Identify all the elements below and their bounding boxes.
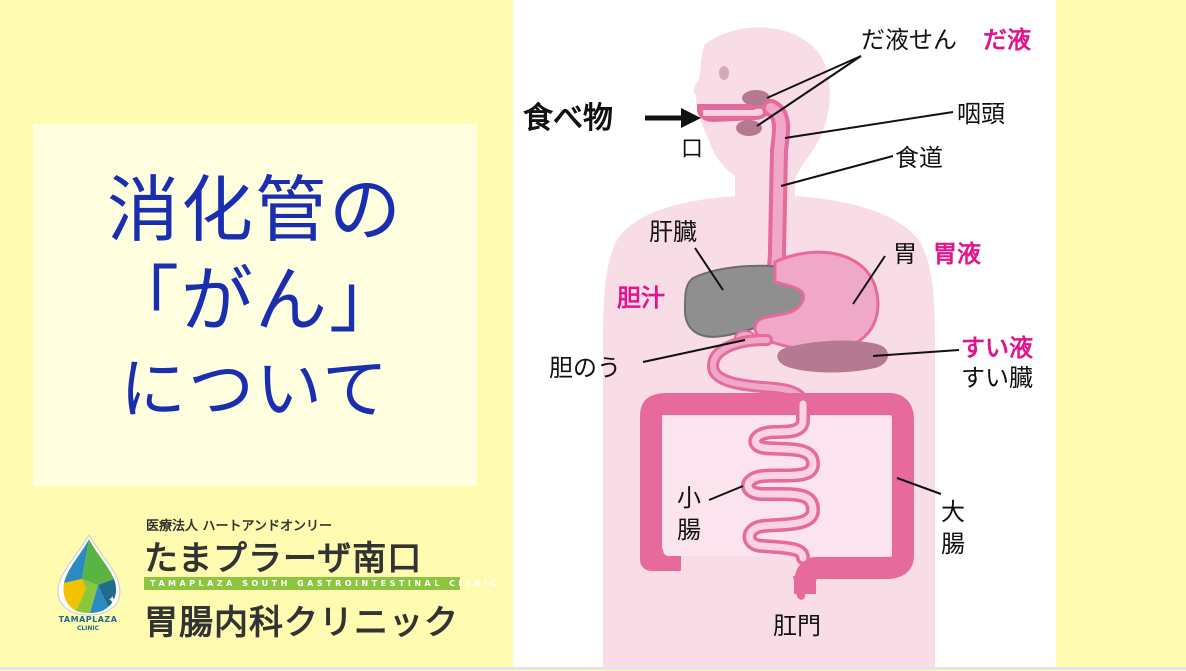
eye (719, 66, 729, 80)
label-gallbladder: 胆のう (549, 354, 621, 382)
label-small-intestine-1: 小 (677, 484, 701, 512)
corporation-name: 医療法人 ハートアンドオンリー (146, 519, 333, 534)
svg-text:✦: ✦ (108, 595, 116, 606)
label-anus: 肛門 (773, 612, 821, 640)
label-mouth: 口 (681, 137, 703, 162)
stomach (753, 250, 880, 352)
clinic-name-english: TAMAPLAZA SOUTH GASTROINTESTINAL CLINIC (150, 579, 500, 588)
label-pharynx: 咽頭 (957, 100, 1005, 128)
label-food: 食べ物 (523, 101, 613, 136)
title-line-2: 「がん」 (106, 258, 403, 342)
title-box: 消化管の 「がん」 について (33, 124, 477, 486)
pancreas (777, 340, 889, 373)
label-salivary-gland: だ液せん (861, 26, 957, 54)
large-intestine (640, 393, 914, 595)
label-liver: 肝臓 (649, 218, 697, 246)
salivary-gland-lower (736, 120, 762, 136)
food-arrow-head-icon (681, 108, 701, 128)
leader-lines (642, 55, 960, 501)
salivary-gland-upper (742, 90, 770, 106)
drop-logo-icon: ✦ (57, 533, 121, 616)
title-line-3: について (119, 351, 391, 428)
label-saliva: だ液 (983, 26, 1031, 54)
title-line-1: 消化管の (106, 168, 403, 252)
clinic-logo: ✦ TAMAPLAZA CLINIC 医療法人 ハートアンドオンリー たまプラー… (50, 515, 500, 655)
clinic-name-line-1: たまプラーザ南口 (144, 539, 423, 579)
digestive-diagram-panel: 食べ物 口 だ液せん だ液 咽頭 食道 肝臓 胆汁 胃 胃液 胆のう すい液 す… (513, 0, 1056, 667)
label-gastric-juice: 胃液 (933, 240, 981, 268)
label-large-intestine-2: 腸 (941, 530, 965, 558)
label-bile: 胆汁 (617, 284, 665, 312)
logo-mark-text: TAMAPLAZA (58, 615, 118, 624)
label-esophagus: 食道 (895, 144, 943, 172)
label-pancreatic-juice: すい液 (961, 334, 1033, 362)
bottom-strip (0, 667, 1186, 670)
label-large-intestine-1: 大 (941, 498, 965, 526)
label-small-intestine-2: 腸 (677, 516, 701, 544)
label-pancreas: すい臓 (961, 364, 1033, 392)
label-stomach: 胃 (893, 240, 917, 268)
clinic-name-line-2: 胃腸内科クリニック (144, 603, 459, 643)
clinic-name-english-band: TAMAPLAZA SOUTH GASTROINTESTINAL CLINIC (144, 577, 500, 590)
digestive-system-diagram: 食べ物 口 だ液せん だ液 咽頭 食道 肝臓 胆汁 胃 胃液 胆のう すい液 す… (523, 26, 1033, 667)
logo-mark-subtext: CLINIC (76, 625, 100, 632)
small-intestine (741, 397, 821, 565)
